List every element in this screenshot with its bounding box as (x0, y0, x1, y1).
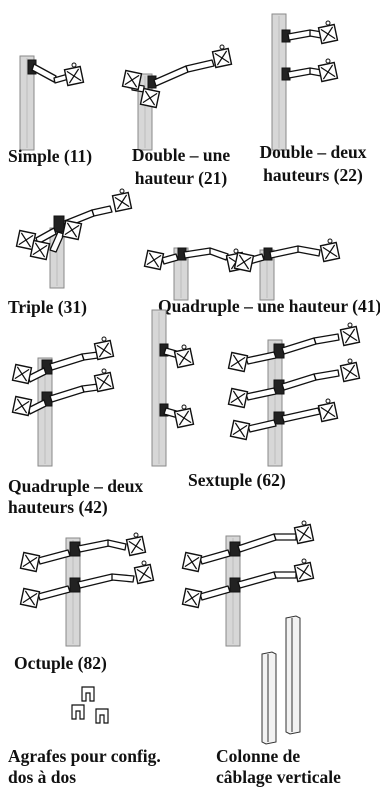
label-octuple: Octuple (82) (14, 653, 107, 673)
vertical-cable-column-illustration (261, 615, 301, 745)
double-one-height-illustration (121, 44, 233, 151)
label-double-deux-line2: hauteurs (22) (263, 165, 363, 185)
back-to-back-clips-illustration (71, 686, 109, 724)
label-quadruple-une: Quadruple – une hauteur (41) (158, 296, 380, 316)
triple-mount-illustration (15, 188, 133, 289)
quadruple-one-height-illustration (143, 238, 341, 301)
label-simple: Simple (11) (8, 146, 93, 166)
label-sextuple: Sextuple (62) (188, 470, 286, 490)
label-double-deux-line1: Double – deux (259, 142, 367, 162)
octuple-illustration-left (19, 532, 155, 647)
double-two-heights-illustration (271, 13, 339, 151)
quadruple-two-heights-illustration (11, 336, 115, 467)
label-agrafes-line2: dos à dos (8, 767, 77, 787)
label-quadruple-deux-line2: hauteurs (42) (8, 497, 108, 517)
octuple-illustration-right (181, 520, 315, 647)
label-agrafes-line1: Agrafes pour config. (8, 746, 161, 766)
label-colonne-line2: câblage verticale (216, 767, 341, 787)
label-triple: Triple (31) (8, 297, 87, 317)
label-quadruple-deux-line1: Quadruple – deux (8, 476, 144, 496)
sextuple-illustration (151, 309, 361, 467)
simple-mount-illustration (19, 55, 85, 151)
label-double-une-line2: hauteur (21) (134, 168, 228, 188)
label-colonne-line1: Colonne de (216, 746, 301, 766)
label-double-une-line1: Double – une (131, 145, 231, 165)
